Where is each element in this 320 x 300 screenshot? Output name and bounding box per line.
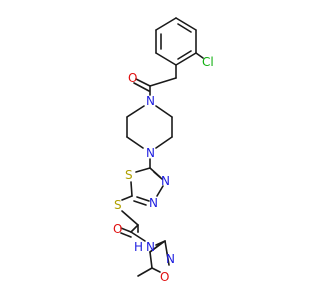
bond — [149, 77, 177, 87]
bond — [153, 171, 163, 180]
bond — [155, 105, 173, 118]
amide-oxygen-label: O — [113, 222, 122, 236]
bond — [155, 52, 177, 66]
bond — [135, 78, 151, 87]
molecule-structure-diagram: Cl O N N S N N S O N H N O — [113, 17, 214, 284]
bond — [120, 232, 132, 238]
chlorine-atom-label: Cl — [202, 55, 214, 69]
bond — [135, 167, 151, 173]
bonds — [120, 17, 204, 277]
bond — [130, 181, 133, 197]
bond — [175, 52, 197, 66]
amide-hydrogen-label: H — [134, 240, 143, 254]
thiadiazole-sulfur-label: S — [125, 168, 133, 182]
bond — [149, 244, 160, 253]
bond — [164, 240, 168, 254]
bond — [166, 252, 170, 266]
bond — [177, 50, 192, 60]
piperazine-nitrogen-bottom-label: N — [146, 146, 155, 160]
bond — [133, 200, 147, 206]
thioether-sulfur-label: S — [114, 198, 122, 212]
bond — [121, 195, 133, 201]
bond — [151, 267, 161, 273]
bond — [177, 23, 192, 33]
bond — [130, 224, 139, 233]
bond — [121, 210, 139, 226]
isoxazole-nitrogen-label: N — [166, 252, 175, 266]
bond — [155, 136, 173, 149]
amide-nitrogen-label: N — [146, 240, 155, 254]
piperazine-nitrogen-top-label: N — [146, 94, 155, 108]
bond — [137, 267, 153, 277]
thiadiazole-nitrogen-2-label: N — [149, 196, 158, 210]
bond — [130, 231, 146, 242]
bond — [136, 196, 150, 202]
isoxazole-oxygen-label: O — [160, 270, 169, 284]
bond — [126, 105, 145, 118]
thiadiazole-nitrogen-1-label: N — [161, 174, 170, 188]
bond — [126, 136, 144, 149]
bond — [155, 17, 177, 31]
carbonyl-oxygen-atom-label: O — [128, 71, 137, 85]
bond — [156, 185, 164, 197]
atom-labels: Cl O N N S N N S O N H N O — [113, 55, 214, 284]
bond — [149, 251, 153, 269]
bond — [133, 82, 150, 92]
bond — [120, 227, 132, 233]
bond — [175, 17, 197, 31]
bond — [195, 52, 204, 59]
